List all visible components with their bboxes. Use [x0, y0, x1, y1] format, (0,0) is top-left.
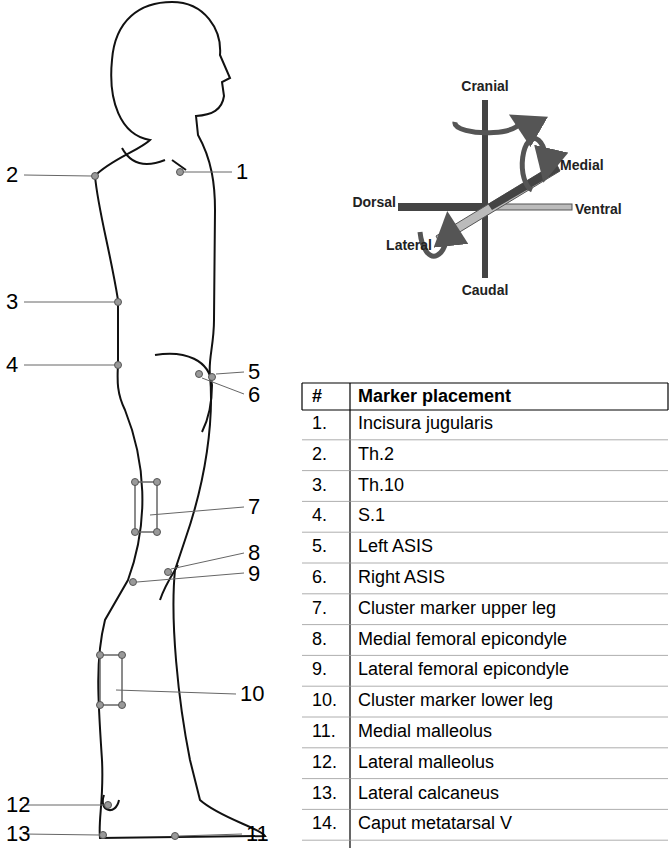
table-row-line: [302, 532, 668, 533]
axis-label: Dorsal: [352, 195, 396, 210]
callout-number: 13: [6, 822, 30, 846]
collar-line: [122, 148, 165, 164]
table-cell: Lateral malleolus: [358, 753, 494, 773]
arm-line: [155, 354, 212, 432]
callout-number: 5: [248, 360, 260, 384]
ankle-line: [103, 795, 119, 810]
knee-line: [160, 565, 178, 600]
cluster-plates: [100, 482, 157, 705]
callout-number: 7: [248, 495, 260, 519]
table-row-lines: [302, 440, 668, 840]
table-cell: S.1: [358, 506, 385, 526]
table-cell: Medial femoral epicondyle: [358, 630, 567, 650]
body-outline: [95, 2, 265, 838]
table-row-line: [302, 717, 668, 718]
callout-number: 4: [6, 353, 18, 377]
callout-number: 11: [246, 822, 269, 846]
callout-number: 3: [6, 290, 18, 314]
marker-dots: [92, 169, 216, 840]
table-cell: Lateral femoral epicondyle: [358, 660, 569, 680]
table-row-line: [302, 747, 668, 748]
table-cell: 2.: [312, 445, 327, 465]
table-grid: [302, 383, 668, 848]
callout-number: 12: [6, 793, 30, 817]
table-row-line: [302, 655, 668, 656]
leader-lines: [24, 172, 244, 836]
table-cell: Lateral calcaneus: [358, 784, 499, 804]
table-cell: 7.: [312, 599, 327, 619]
table-cell: Cluster marker upper leg: [358, 599, 556, 619]
table-cell: 1.: [312, 414, 327, 434]
callout-number: 1: [236, 160, 248, 184]
axis-label: Cranial: [461, 79, 508, 94]
table-header: #: [312, 387, 322, 407]
table-cell: Medial malleolus: [358, 722, 492, 742]
axis-label: Caudal: [462, 283, 509, 298]
callout-number: 9: [248, 562, 260, 586]
table-row-line: [302, 470, 668, 471]
table-cell: Caput metatarsal V: [358, 814, 512, 834]
table-cell: 6.: [312, 568, 327, 588]
table-row-line: [302, 778, 668, 779]
callout-number: 10: [240, 682, 264, 706]
table-cell: 4.: [312, 506, 327, 526]
table-cell: Left ASIS: [358, 537, 433, 557]
table-row-line: [302, 593, 668, 594]
table-row-line: [302, 840, 668, 841]
table-cell: 9.: [312, 660, 327, 680]
table-cell: 8.: [312, 630, 327, 650]
table-cell: Cluster marker lower leg: [358, 691, 553, 711]
axis-label: Ventral: [575, 202, 622, 217]
callout-number: 2: [6, 163, 18, 187]
table-cell: 5.: [312, 537, 327, 557]
table-cell: 11.: [312, 722, 336, 742]
axis-label: Medial: [560, 158, 604, 173]
axis-label: Lateral: [386, 238, 432, 253]
table-cell: 14.: [312, 814, 337, 834]
table-header: Marker placement: [358, 387, 511, 407]
table-row-line: [302, 809, 668, 810]
table-row-line: [302, 624, 668, 625]
table-row-line: [302, 439, 668, 440]
callout-number: 6: [248, 383, 260, 407]
table-cell: Th.2: [358, 445, 394, 465]
table-cell: 13.: [312, 784, 337, 804]
table-cell: Incisura jugularis: [358, 414, 493, 434]
table-row-line: [302, 563, 668, 564]
table-cell: 12.: [312, 753, 337, 773]
table-cell: 10.: [312, 691, 337, 711]
table-cell: 3.: [312, 476, 327, 496]
table-row-line: [302, 686, 668, 687]
table-row-line: [302, 501, 668, 502]
table-cell: Th.10: [358, 476, 404, 496]
table-cell: Right ASIS: [358, 568, 445, 588]
